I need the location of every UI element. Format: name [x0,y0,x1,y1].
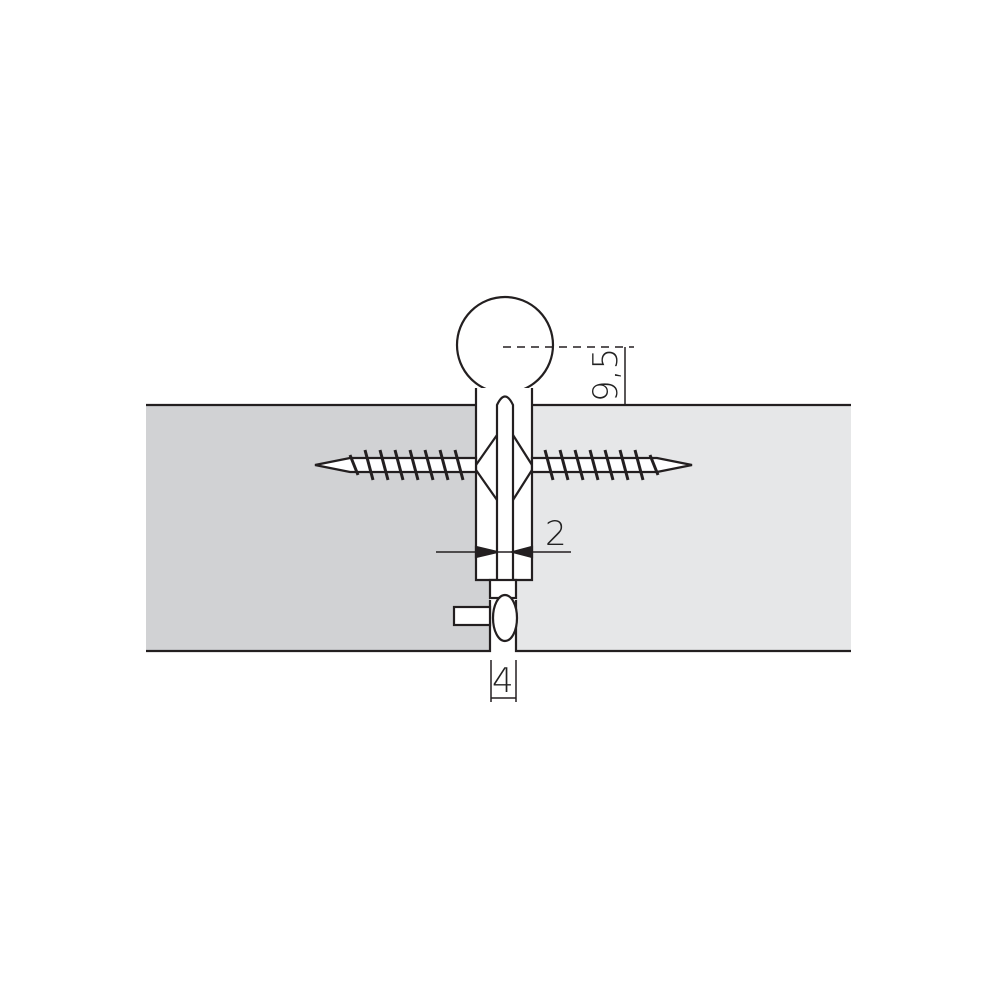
dim-9-5-label: 9,5 [586,348,626,402]
right-screw [530,449,693,481]
dim-2-arrows [474,545,534,559]
left-panel [146,405,490,651]
dim-2-label: 2 [545,514,567,554]
hinge-wedge [475,434,533,501]
left-screw [314,449,478,481]
dim-4-lines [490,660,517,702]
pin-stub [452,605,492,627]
hinge-ball [455,295,555,395]
dim-4-label: 4 [492,661,514,701]
hinge-knob [491,593,519,643]
hinge-pin [495,395,515,590]
